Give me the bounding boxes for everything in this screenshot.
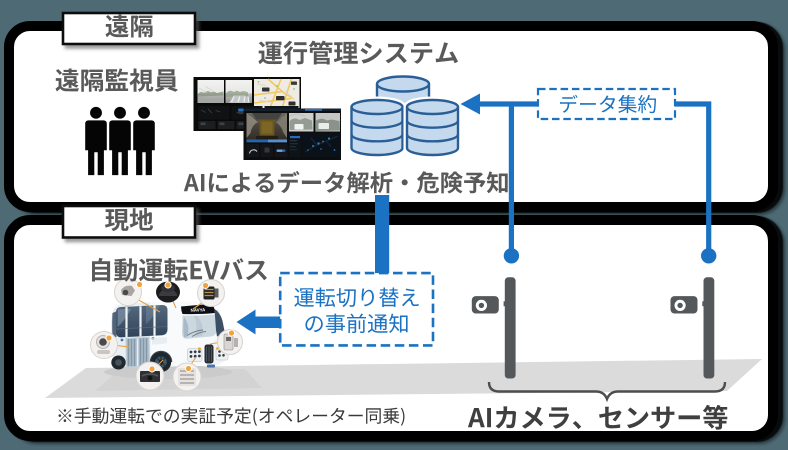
svg-text:NAVYA: NAVYA bbox=[191, 307, 207, 313]
